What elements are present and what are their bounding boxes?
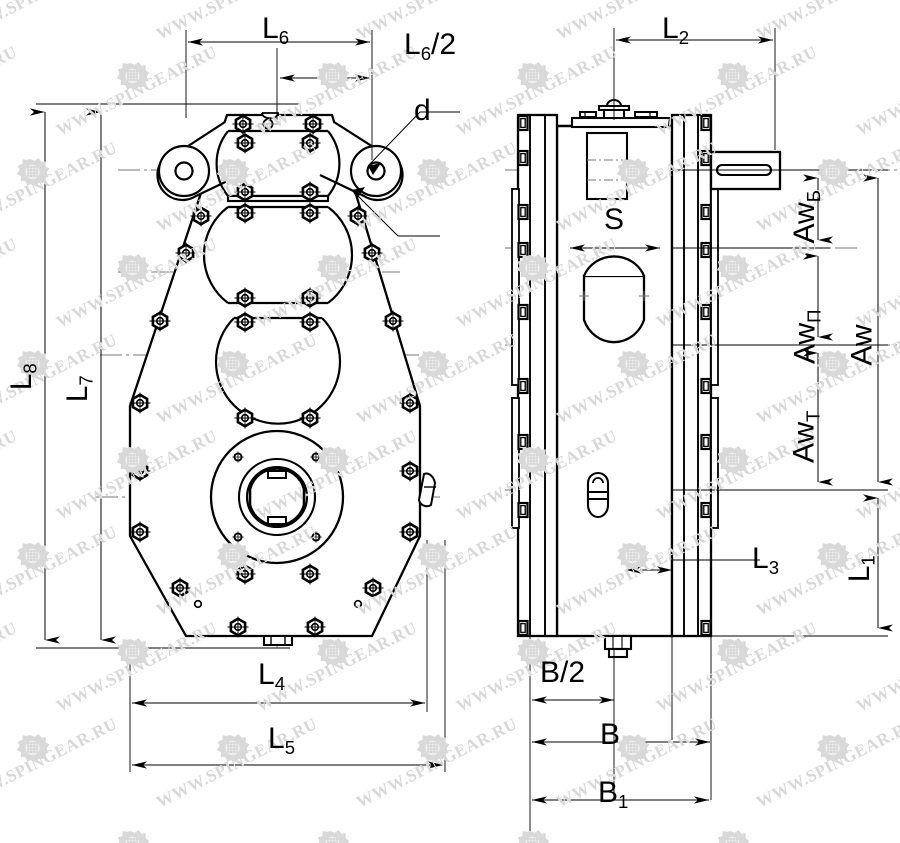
input-shaft bbox=[709, 150, 782, 191]
output-shaft-hub bbox=[209, 429, 345, 565]
dimension-label-b-2: B/2 bbox=[540, 656, 586, 689]
lifting-lug-right bbox=[319, 121, 404, 202]
dimension-label-l6: L6 bbox=[262, 12, 290, 48]
front-view bbox=[30, 30, 460, 772]
inspection-cover bbox=[585, 131, 629, 201]
dimension-label-b: B bbox=[600, 718, 621, 751]
dimension-label-l8: L8 bbox=[4, 363, 41, 391]
dimension-label-d: d bbox=[414, 94, 431, 127]
dimension-label-l6-2: L6/2 bbox=[404, 28, 457, 64]
foot-pad bbox=[262, 634, 294, 647]
dimension-label-l4: L4 bbox=[258, 658, 286, 694]
dimension-label-l7: L7 bbox=[60, 375, 97, 403]
bearing-cap-bolts bbox=[231, 112, 325, 586]
dimension-label-l2: L2 bbox=[662, 12, 690, 48]
housing-body bbox=[555, 124, 674, 638]
dimension-label-l1: L1 bbox=[842, 555, 879, 583]
oil-level-sight bbox=[586, 471, 610, 519]
dimension-label-awt: AwТ bbox=[787, 410, 824, 464]
dimension-label-awb: AwБ bbox=[787, 190, 824, 244]
oil-drain-plug bbox=[603, 634, 633, 659]
side-flange-right bbox=[670, 113, 719, 638]
side-view bbox=[505, 28, 900, 843]
side-flange-left bbox=[511, 113, 559, 638]
leader-d bbox=[351, 111, 460, 237]
dimension-label-awp: AwП bbox=[788, 309, 825, 365]
dimension-label-l5: L5 bbox=[268, 722, 296, 758]
side-boss bbox=[417, 472, 437, 508]
top-cover bbox=[570, 98, 671, 129]
gear-bore bbox=[579, 255, 649, 344]
dimension-label-s: S bbox=[604, 203, 625, 236]
dimension-label-b1: B1 bbox=[598, 776, 629, 812]
housing-flange-bolts bbox=[128, 204, 422, 639]
dimension-label-aw: Aw bbox=[845, 324, 879, 366]
dimension-label-l3: L3 bbox=[752, 542, 780, 578]
